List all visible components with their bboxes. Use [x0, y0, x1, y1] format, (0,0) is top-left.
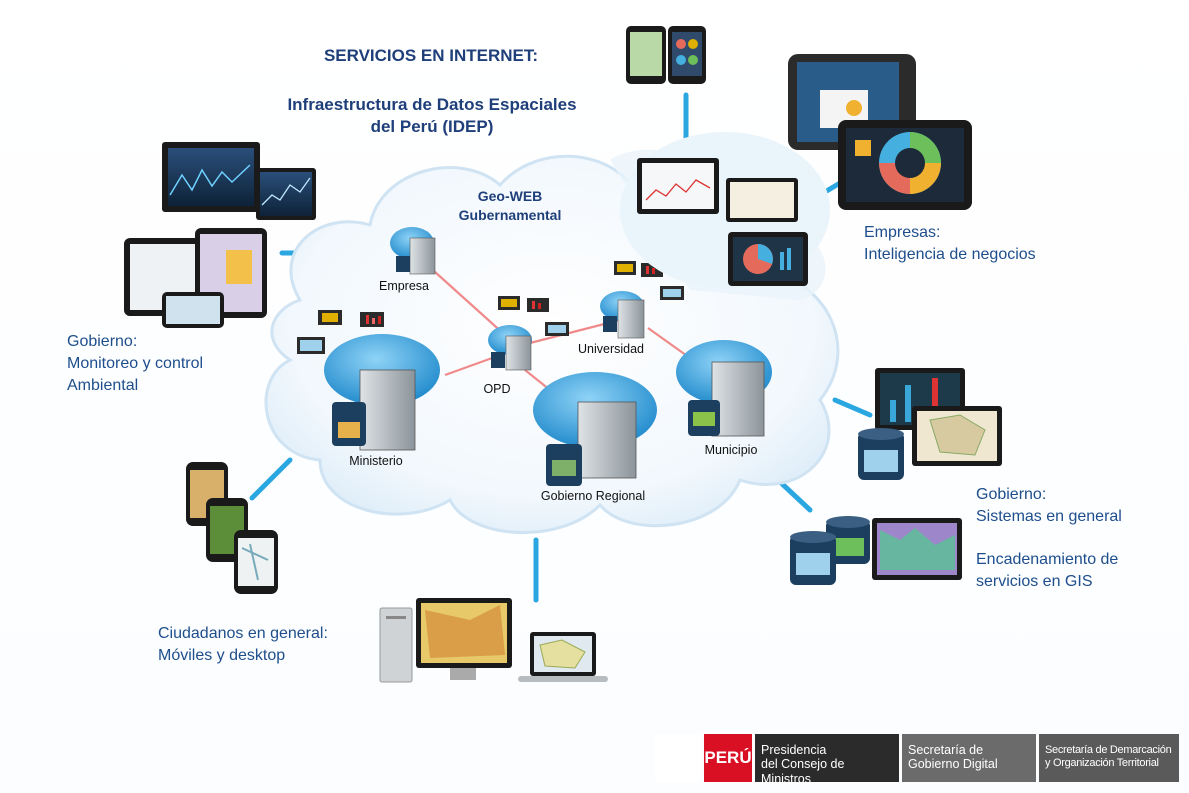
caption-empresas: Empresas: Inteligencia de negocios	[864, 224, 1036, 264]
server-ministerio	[324, 334, 440, 451]
node-label-gobierno-regional: Gobierno Regional	[540, 489, 646, 503]
node-label-municipio: Municipio	[704, 443, 758, 457]
node-label-empresa: Empresa	[378, 279, 430, 293]
citizen-mobile-devices	[186, 462, 278, 594]
peru-logo: PERÚ	[704, 734, 752, 782]
connector-left-low	[249, 457, 293, 501]
business-intelligence-devices	[620, 54, 972, 288]
top-mobile-devices	[626, 26, 706, 84]
server-municipio	[676, 340, 772, 437]
link-universidad-municipio	[647, 327, 691, 359]
connector-right-low	[775, 477, 813, 513]
gis-systems-devices	[858, 368, 1002, 480]
citizen-desktop-devices	[379, 598, 608, 683]
server-empresa	[390, 227, 436, 275]
caption-gobierno-ambiental: Gobierno: Monitoreo y control Ambiental	[67, 333, 204, 395]
node-label-opd: OPD	[483, 382, 511, 396]
link-empresa-opd	[424, 262, 506, 336]
caption-ciudadanos: Ciudadanos en general: Móviles y desktop	[158, 625, 328, 665]
connector-right-mid	[832, 397, 873, 418]
server-gobierno-regional	[533, 372, 657, 486]
server-universidad	[600, 291, 645, 339]
seal-placeholder	[655, 734, 701, 782]
caption-encadenamiento: Encadenamiento de servicios en GIS	[976, 551, 1119, 591]
node-label-universidad: Universidad	[577, 342, 644, 356]
mini-chart-icons	[297, 261, 684, 354]
server-opd	[488, 325, 532, 371]
caption-gobierno-sistemas: Gobierno: Sistemas en general	[976, 486, 1122, 526]
link-ministerio-opd	[444, 355, 496, 377]
page-title: SERVICIOS EN INTERNET:	[323, 46, 539, 65]
gis-chain-devices	[790, 516, 962, 585]
environment-monitoring-devices	[124, 142, 316, 328]
node-label-ministerio: Ministerio	[349, 454, 403, 468]
